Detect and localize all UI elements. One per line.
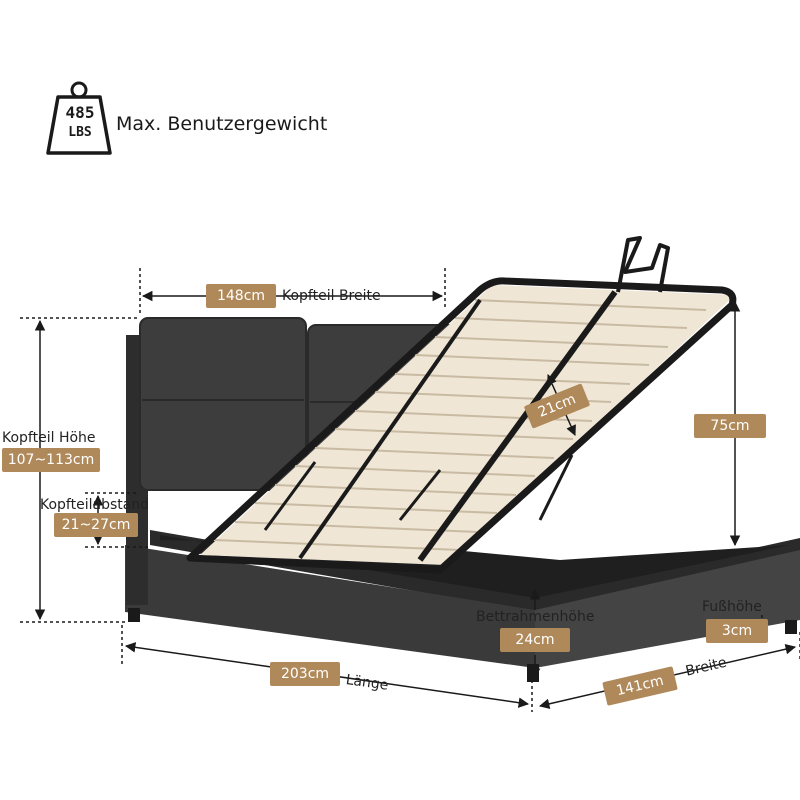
length-value: 203cm (270, 662, 340, 686)
foot-height-label: Fußhöhe (702, 599, 762, 615)
bed-base-top (150, 530, 800, 612)
bed-side-short (535, 550, 800, 668)
headboard-width-label: Kopfteil Breite (282, 288, 381, 304)
weight-unit: LBS (68, 125, 92, 140)
headboard-cushion-left (139, 317, 307, 491)
headboard-height-label: Kopfteil Höhe (2, 430, 96, 446)
max-user-weight-label: Max. Benutzergewicht (116, 113, 328, 135)
lift-height-value: 75cm (694, 414, 766, 438)
bed-foot (128, 608, 140, 622)
headboard-distance-label: Kopfteilabstand (40, 497, 150, 513)
bed-side-long (125, 545, 535, 668)
frame-height-value: 24cm (500, 628, 570, 652)
foot-height-value: 3cm (706, 619, 768, 643)
headboard-height-value: 107~113cm (2, 448, 100, 472)
headboard-width-value: 148cm (206, 284, 276, 308)
lift-handle (616, 236, 670, 293)
bed-foot (785, 620, 797, 634)
headboard-distance-value: 21~27cm (54, 513, 138, 537)
weight-number: 485 (65, 103, 95, 122)
frame-height-label: Bettrahmenhöhe (476, 609, 595, 625)
